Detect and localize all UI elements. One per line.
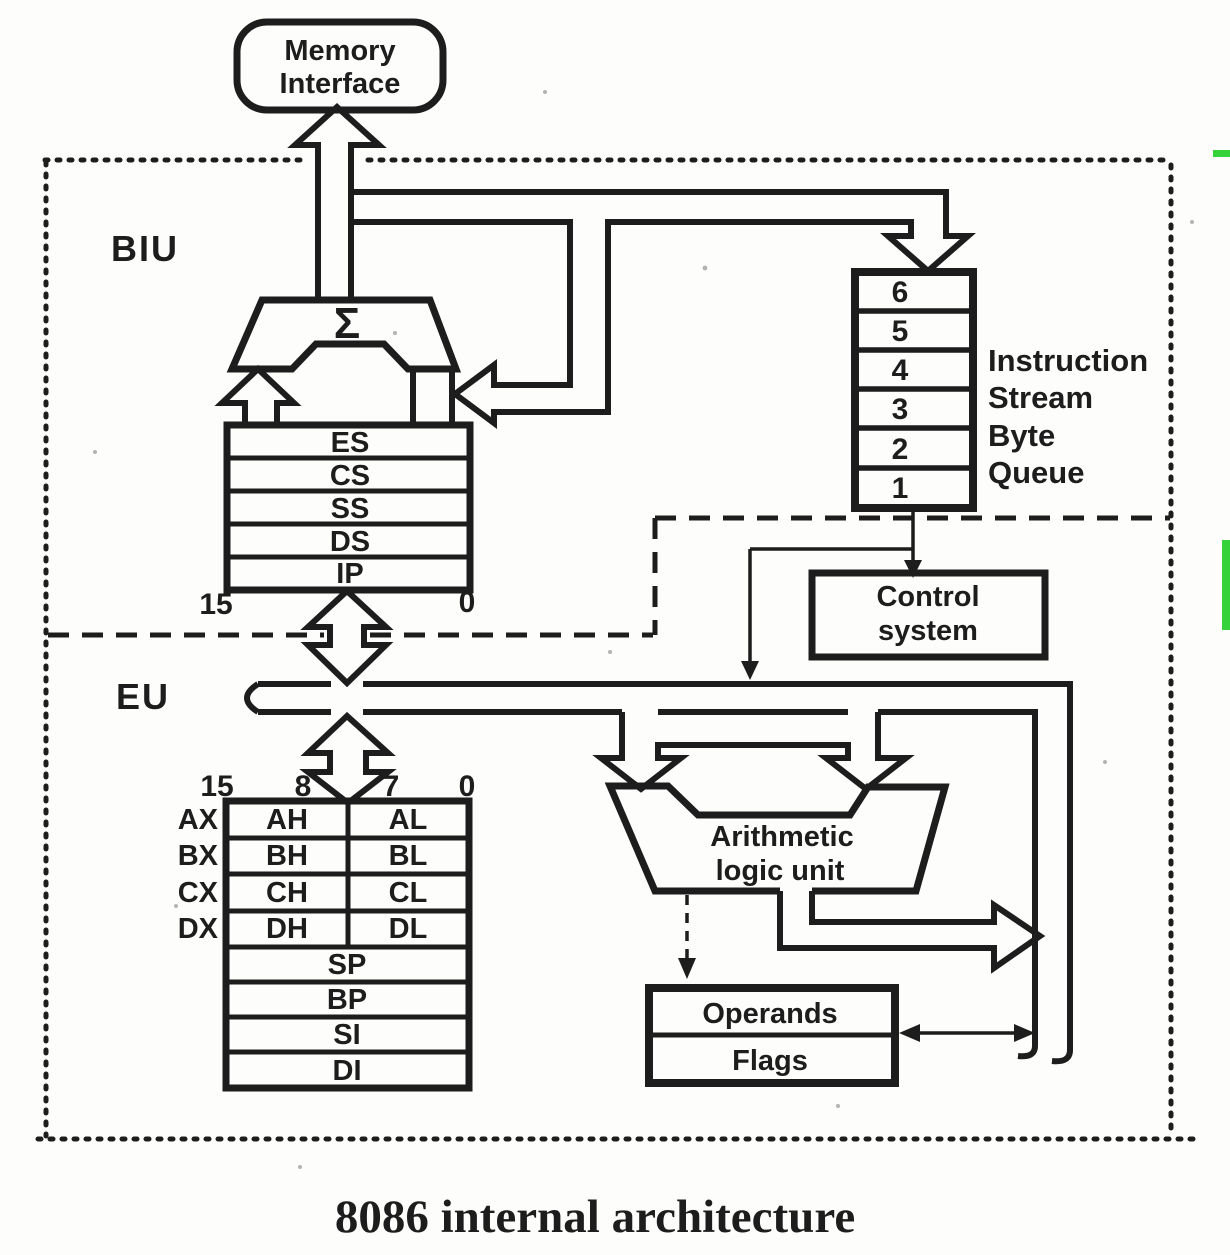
bus-to-registers-bidirectional-arrow <box>299 711 397 807</box>
eu-bus-bottom-edge-and-right-inner <box>258 709 1038 1060</box>
reg-bit-8: 8 <box>295 770 312 803</box>
eu-internal-bus <box>244 681 1073 1065</box>
reg-bit-0: 0 <box>459 770 476 803</box>
memory-interface-label-line2: Interface <box>280 68 401 100</box>
queue-cell-3: 3 <box>892 393 909 426</box>
green-scan-mark-top <box>1213 150 1230 157</box>
eu-register-array: 15 8 7 0 AX BX CX DX AH AL BH BL CH CL D… <box>178 770 476 1092</box>
alu-label-line2: logic unit <box>716 855 845 887</box>
operands-flags: Operands Flags <box>645 984 1035 1087</box>
operands-arrowhead-left-icon <box>899 1024 920 1042</box>
reg-cell-dl: DL <box>389 913 428 945</box>
address-adder-shape <box>226 296 462 373</box>
memory-interface-label-line1: Memory <box>284 35 395 67</box>
alu-to-operands-arrowhead-icon <box>678 958 696 979</box>
alu-shape <box>604 782 950 895</box>
reg-cell-bp: BP <box>327 984 367 1016</box>
queue-to-control-arrowhead-icon <box>904 560 922 578</box>
reg-cell-dh: DH <box>266 913 308 945</box>
scan-specks <box>93 90 1194 1169</box>
segment-register-ds: DS <box>330 526 370 558</box>
reg-cell-bl: BL <box>389 840 428 872</box>
green-scan-mark-right <box>1222 540 1230 630</box>
queue-control-lines <box>741 508 922 680</box>
segment-to-adder-arrow <box>214 364 302 425</box>
eu-label: EU <box>116 676 170 717</box>
control-system-label-line1: Control <box>876 581 979 613</box>
queue-cell-1: 1 <box>892 472 909 505</box>
queue-cell-2: 2 <box>892 433 909 466</box>
segment-bit-15: 15 <box>199 588 232 621</box>
queue-cell-lines <box>855 308 973 471</box>
reg-cell-bh: BH <box>266 840 308 872</box>
operands-arrowhead-right-icon <box>1014 1024 1035 1042</box>
queue-label-line3: Byte <box>988 418 1055 453</box>
queue-label-line1: Instruction <box>988 343 1148 378</box>
eu-bus-left-hook <box>244 681 260 715</box>
reg-cell-cl: CL <box>389 877 428 909</box>
queue-label-line4: Queue <box>988 455 1084 490</box>
diagram-caption: 8086 internal architecture <box>335 1191 855 1243</box>
control-system-label-line2: system <box>878 615 978 647</box>
reg-name-dx: DX <box>178 913 219 945</box>
adder-sigma-symbol: Σ <box>334 299 360 348</box>
segment-bit-0: 0 <box>459 586 476 619</box>
queue-cell-6: 6 <box>892 276 909 309</box>
operands-label: Operands <box>702 998 837 1030</box>
alu-label-line1: Arithmetic <box>710 821 853 853</box>
reg-cell-al: AL <box>389 804 428 836</box>
eu-bus-top-edge-and-right-outer <box>258 681 1073 1065</box>
segment-register-row-lines <box>227 455 470 560</box>
reg-name-cx: CX <box>178 877 219 909</box>
instruction-queue: 6 5 4 3 2 1 Instruction Stream Byte Queu… <box>851 268 1148 512</box>
biu-label: BIU <box>111 228 179 269</box>
queue-cell-4: 4 <box>892 354 909 387</box>
segment-register-ip: IP <box>336 558 363 590</box>
reg-bit-7: 7 <box>383 770 400 803</box>
reg-cell-si: SI <box>333 1019 360 1051</box>
reg-name-bx: BX <box>178 840 219 872</box>
adder-right-leg-channel <box>410 370 455 425</box>
alu-output-arrow <box>777 891 1046 974</box>
outer-dotted-border <box>35 157 1201 1142</box>
reg-name-ax: AX <box>178 804 219 836</box>
reg-cell-sp: SP <box>328 949 367 981</box>
segment-register-es: ES <box>331 427 370 459</box>
prefetch-bus-channel-and-queue-arrow <box>352 189 976 429</box>
queue-label-line2: Stream <box>988 380 1093 415</box>
flags-label: Flags <box>732 1045 808 1077</box>
memory-bus-up-arrow <box>287 102 387 300</box>
reg-cell-ch: CH <box>266 877 308 909</box>
biu-eu-bidirectional-arrow <box>300 586 394 688</box>
reg-cell-di: DI <box>333 1055 362 1087</box>
segment-register-stack: ES CS SS DS IP 15 0 <box>199 421 476 621</box>
segment-register-ss: SS <box>331 493 370 525</box>
queue-cell-5: 5 <box>892 315 909 348</box>
branch-to-eubus-arrowhead-icon <box>741 661 759 680</box>
queue-to-eubus-branch-line <box>748 547 913 664</box>
control-system-box <box>808 569 1049 661</box>
reg-cell-ah: AH <box>266 804 308 836</box>
segment-register-cs: CS <box>330 460 370 492</box>
bus-to-alu-arrows <box>592 712 915 793</box>
